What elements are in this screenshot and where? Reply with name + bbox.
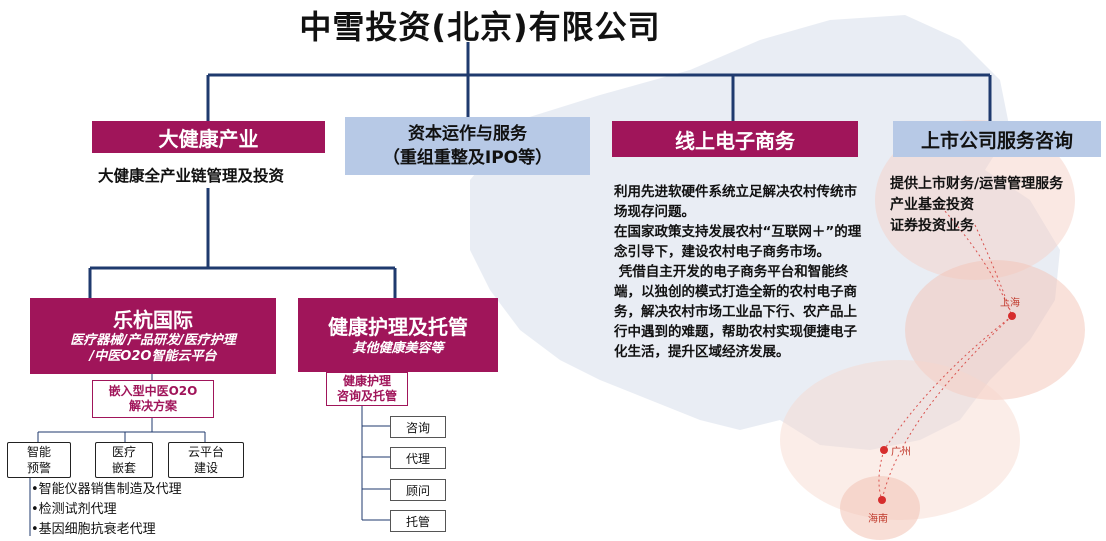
city-dot-hainan	[878, 496, 886, 504]
branch-ecommerce-title: 线上电子商务	[675, 128, 795, 153]
lehang-subtitle-2: /中医O2O智能云平台	[89, 349, 217, 364]
box-cloud-platform: 云平台 建设	[168, 442, 244, 478]
city-label-hainan: 海南	[868, 514, 888, 525]
main-connectors	[88, 42, 992, 298]
service-advisor: 顾问	[390, 479, 446, 501]
highlight-region-north	[875, 120, 1075, 280]
lehang-international: 乐杭国际 医疗器械/产品研发/医疗护理 /中医O2O智能云平台	[30, 298, 276, 374]
bullet-item: •基因细胞抗衰老代理	[31, 522, 156, 537]
service-trusteeship: 托管	[390, 510, 446, 532]
city-label-guangzhou: 广州	[891, 447, 911, 458]
tcm-o2o-solution: 嵌入型中医O2O 解决方案	[92, 380, 214, 418]
service-consulting: 咨询	[390, 416, 446, 438]
ecommerce-paragraph: 利用先进软硬件系统立足解决农村传统市场现存问题。	[614, 184, 857, 220]
sub-connectors	[29, 374, 390, 536]
highlight-region-south	[780, 360, 1020, 520]
consulting-item: 产业基金投资	[890, 197, 974, 213]
lehang-subtitle-1: 医疗器械/产品研发/医疗护理	[70, 333, 236, 348]
box-line: 智能	[26, 445, 51, 459]
health-service-box: 健康护理 咨询及托管	[326, 372, 408, 406]
highlight-region-hainan	[840, 476, 920, 540]
box-line: 预警	[26, 461, 51, 475]
solution-line-1: 嵌入型中医O2O	[108, 384, 198, 398]
route-lines	[878, 199, 1013, 501]
consulting-item: 证券投资业务	[890, 218, 974, 234]
branch-listed-consulting: 上市公司服务咨询	[893, 121, 1101, 157]
branch-capital-line2: （重组重整及IPO等）	[382, 148, 553, 168]
box-line: 建设	[193, 461, 218, 475]
bullet-item: •智能仪器销售制造及代理	[31, 482, 182, 497]
service-agency: 代理	[390, 447, 446, 469]
bullet-item: •检测试剂代理	[31, 502, 117, 517]
branch-big-health-desc: 大健康全产业链管理及投资	[98, 167, 285, 185]
company-title: 中雪投资(北京)有限公司	[299, 8, 661, 46]
box-line: 嵌套	[111, 461, 136, 475]
branch-capital: 资本运作与服务 （重组重整及IPO等）	[345, 117, 590, 175]
city-label-shanghai: 上海	[1000, 298, 1020, 309]
box-line: 医疗	[111, 445, 136, 459]
health-care-trusteeship: 健康护理及托管 其他健康美容等	[298, 298, 498, 372]
lehang-bullets: •智能仪器销售制造及代理 •检测试剂代理 •基因细胞抗衰老代理	[31, 480, 271, 540]
consulting-item: 提供上市财务/运营管理服务	[890, 176, 1064, 192]
solution-line-2: 解决方案	[128, 399, 177, 413]
branch-listed-consulting-title: 上市公司服务咨询	[920, 129, 1073, 152]
box-line: 云平台	[187, 445, 224, 459]
ecommerce-paragraph: 凭借自主开发的电子商务平台和智能终端，以独创的模式打造全新的农村电子商务，解决农…	[614, 264, 857, 360]
branch-capital-line1: 资本运作与服务	[408, 124, 527, 144]
lehang-title: 乐杭国际	[113, 308, 193, 332]
branch-big-health: 大健康产业	[92, 121, 325, 153]
ecommerce-description: 利用先进软硬件系统立足解决农村传统市场现存问题。 在国家政策支持发展农村“互联网…	[614, 182, 862, 362]
health-subtitle: 其他健康美容等	[352, 341, 444, 356]
service-line-2: 咨询及托管	[336, 389, 397, 403]
city-dot-guangzhou	[880, 446, 888, 454]
listed-consulting-items: 提供上市财务/运营管理服务 产业基金投资 证券投资业务	[890, 174, 1104, 237]
health-title: 健康护理及托管	[328, 315, 468, 339]
ecommerce-paragraph: 在国家政策支持发展农村“互联网＋”的理念引导下，建设农村电子商务市场。	[614, 224, 862, 260]
box-smart-warning: 智能 预警	[7, 442, 71, 478]
branch-ecommerce: 线上电子商务	[612, 121, 858, 157]
box-medical-nesting: 医疗 嵌套	[95, 442, 153, 478]
city-dot-shanghai	[1008, 312, 1016, 320]
branch-big-health-title: 大健康产业	[158, 126, 259, 151]
service-line-1: 健康护理	[342, 374, 391, 388]
